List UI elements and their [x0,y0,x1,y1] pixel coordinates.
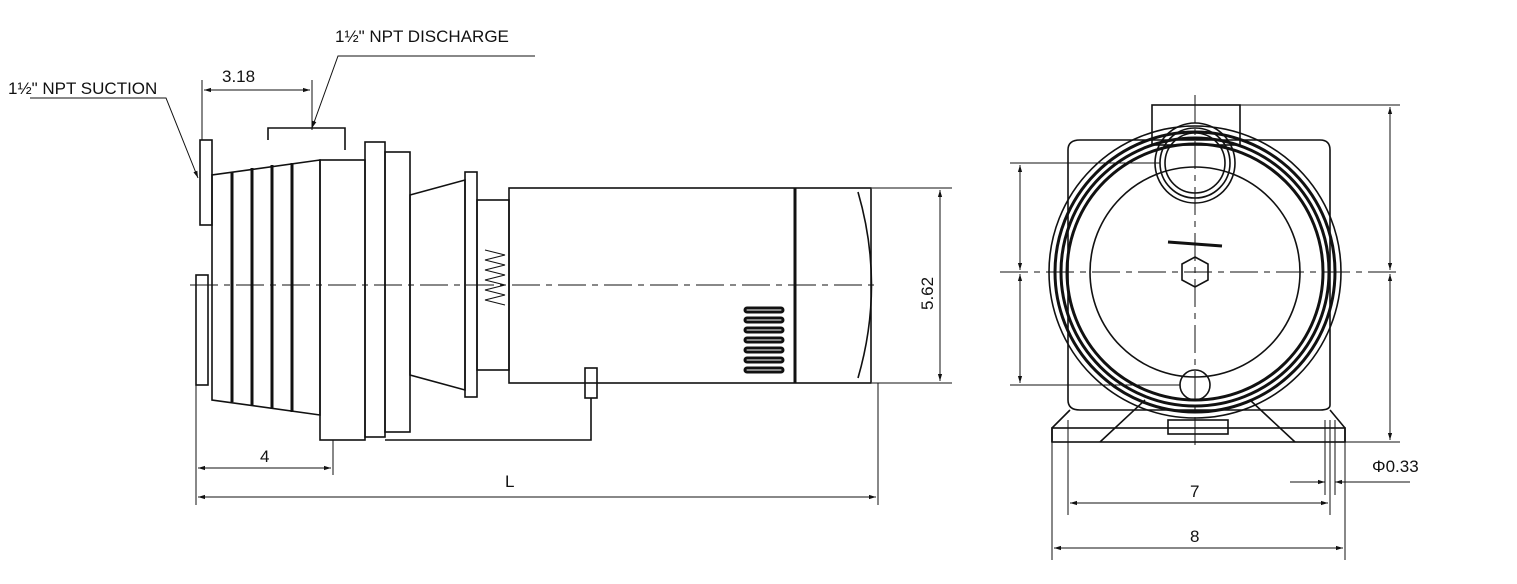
dim-8: 8 [1190,527,1199,546]
discharge-label: 1½" NPT DISCHARGE [335,27,509,46]
pump-bracket [319,141,510,441]
dim-hole-diameter: Φ0.33 [1372,457,1419,476]
motor-vents [743,306,785,374]
suction-port [199,139,213,226]
end-view: 7 8 Φ0.33 [1000,95,1419,560]
dim-l: L [505,472,514,491]
side-view: 3.18 1½" NPT SUCTION 1½" NPT DISCHARGE 4… [8,27,952,505]
dim-7: 7 [1190,482,1199,501]
motor [385,187,873,441]
dim-4: 4 [260,447,269,466]
dim-3-18: 3.18 [222,67,255,86]
dim-5-62: 5.62 [918,277,937,310]
base [1051,399,1346,443]
pump-volute [211,127,346,416]
suction-label: 1½" NPT SUCTION [8,79,157,98]
drain-plug-icon [1181,256,1209,288]
